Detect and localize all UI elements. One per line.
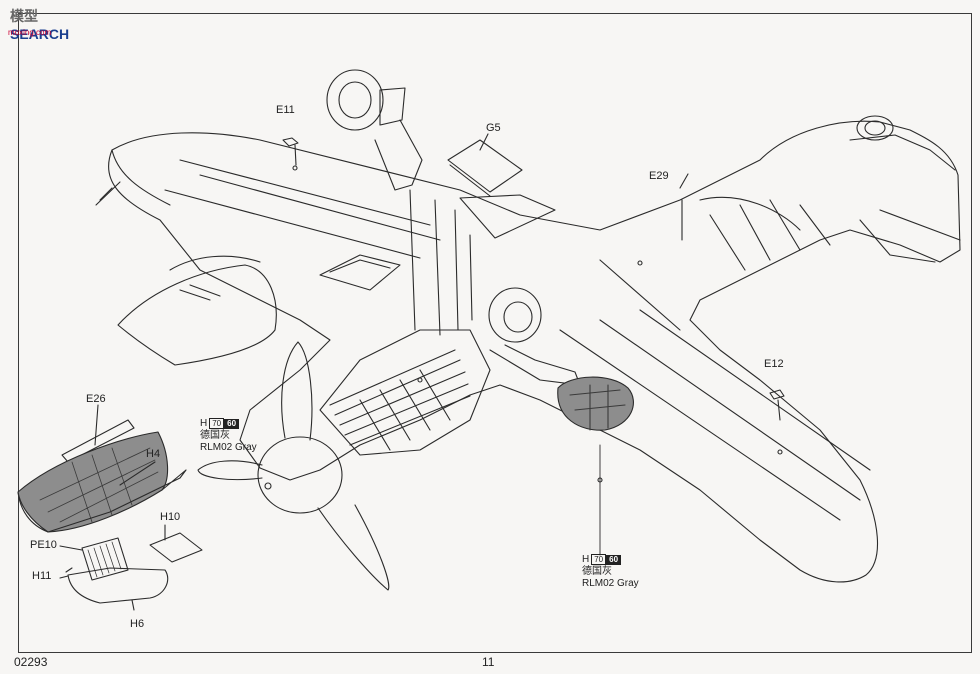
main-wheel-lower — [488, 287, 542, 343]
part-pe10 — [81, 537, 129, 581]
propeller-blade-top — [281, 341, 313, 441]
paint-code-outline: 70 — [209, 418, 225, 429]
page-number: 11 — [482, 655, 495, 669]
paint-name-cn: 德国灰 — [582, 566, 612, 578]
watermark-title: 模型 SEARCH — [10, 8, 70, 42]
propeller-blade-left — [197, 460, 263, 481]
paint-name: RLM02 Gray — [582, 578, 639, 590]
label-h6: H6 — [130, 618, 145, 630]
watermark-url: moxing.com — [8, 28, 52, 37]
propeller-blade-bottom — [317, 504, 390, 591]
label-e11: E11 — [276, 104, 295, 116]
part-e26 — [61, 419, 135, 463]
label-e29: E29 — [649, 170, 669, 182]
label-e26: E26 — [86, 393, 106, 405]
page-frame — [18, 13, 972, 653]
paint-name-cn: 德国灰 — [200, 430, 230, 442]
part-h6 — [67, 567, 169, 604]
label-h10: H10 — [160, 511, 181, 523]
paint-code-filled: 60 — [224, 418, 240, 429]
paint-code-outline: 70 — [591, 554, 607, 565]
part-g5 — [447, 139, 523, 193]
label-pe10: PE10 — [30, 539, 57, 551]
main-wheel-top — [326, 69, 384, 131]
left-wing-outline — [108, 120, 961, 583]
part-h10 — [149, 532, 203, 563]
label-h4: H4 — [146, 448, 161, 460]
label-g5: G5 — [486, 122, 501, 134]
paint-name: RLM02 Gray — [200, 442, 257, 454]
label-e12: E12 — [764, 358, 784, 370]
paint-prefix: H — [582, 554, 590, 566]
wheel-well-painted — [557, 376, 634, 431]
label-h11: H11 — [32, 570, 52, 582]
paint-code-filled: 60 — [606, 554, 622, 565]
cowling-panel — [117, 264, 277, 366]
paint-prefix: H — [200, 418, 208, 430]
kit-number: 02293 — [14, 655, 48, 669]
propeller-spinner — [257, 436, 343, 514]
